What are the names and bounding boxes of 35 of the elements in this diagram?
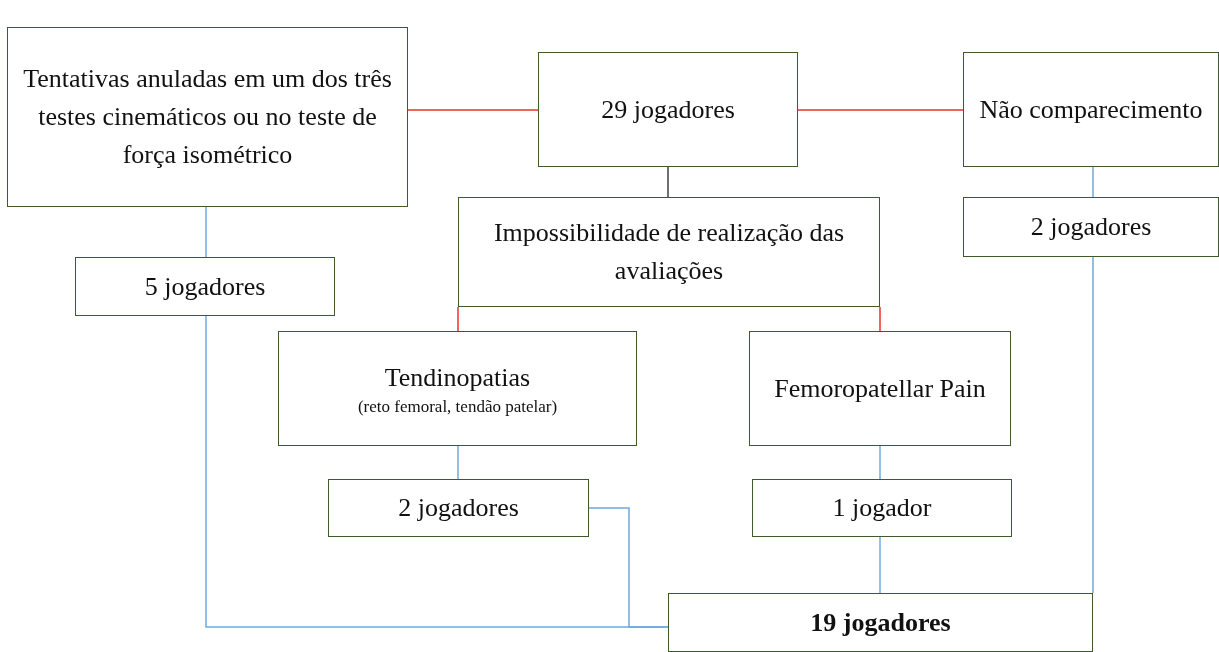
box-label: 19 jogadores xyxy=(810,606,951,639)
process-box xyxy=(538,52,798,167)
box-note: (reto femoral, tendão patelar) xyxy=(357,396,558,419)
box-label: Femoropatellar Pain xyxy=(774,372,986,405)
box-label: 29 jogadores xyxy=(601,93,735,126)
process-box xyxy=(458,197,880,307)
box-label: Tendinopatias xyxy=(384,361,531,394)
process-box xyxy=(963,197,1219,257)
connector-line xyxy=(205,206,207,258)
process-box xyxy=(963,52,1219,167)
box-label: 2 jogadores xyxy=(1030,211,1152,244)
process-box xyxy=(7,27,408,207)
box-label: Tentativas anuladas em um dos três testes cinemáticos ou no teste de força isométrico xyxy=(22,63,393,171)
box-label: 2 jogadores xyxy=(398,492,519,525)
connector-line xyxy=(588,507,669,628)
connector-line xyxy=(667,166,669,198)
box-label: 5 jogadores xyxy=(144,270,266,303)
connector-line xyxy=(797,109,964,111)
process-box xyxy=(749,331,1011,446)
box-label: 1 jogador xyxy=(832,492,932,525)
process-box xyxy=(752,479,1012,537)
connector-line xyxy=(1092,166,1094,198)
connector-line xyxy=(879,306,881,332)
connector-line xyxy=(457,445,459,480)
process-box xyxy=(668,593,1093,652)
connector-line xyxy=(457,306,459,332)
connector-line xyxy=(879,536,881,594)
process-box xyxy=(75,257,335,316)
connector-line xyxy=(407,109,539,111)
process-box xyxy=(328,479,589,537)
connector-line xyxy=(1092,256,1094,594)
connector-line xyxy=(879,445,881,480)
box-label: Não comparecimento xyxy=(979,93,1203,126)
process-box xyxy=(278,331,637,446)
box-label: Impossibilidade de realização das avaliações xyxy=(492,217,846,287)
